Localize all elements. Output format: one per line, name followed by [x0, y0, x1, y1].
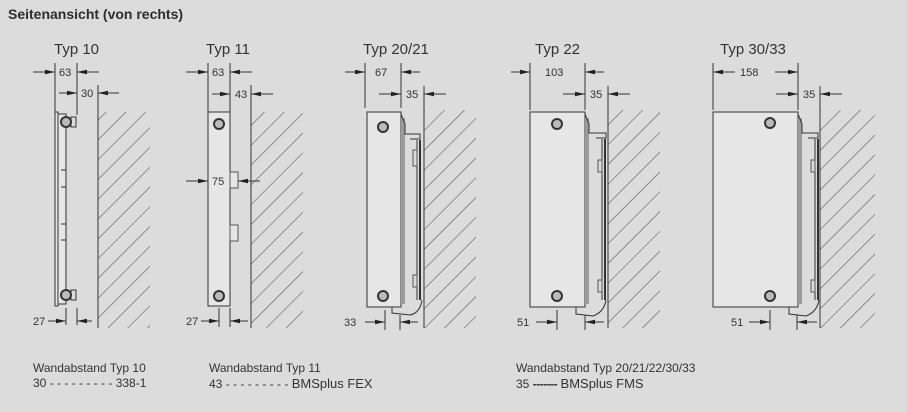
legend-product: 338-1 [115, 376, 147, 390]
legend-typ-20-33: Wandabstand Typ 20/21/22/30/33 35 ------… [516, 361, 695, 392]
wall-hatch [608, 110, 660, 328]
legend-row: 35 ------- BMSplus FMS [516, 376, 695, 392]
valve-icon [377, 121, 389, 133]
mid-dimension: 75 [212, 176, 224, 188]
legend-row: 43 - - - - - - - - - BMSplus FEX [209, 376, 373, 392]
valve-icon [60, 116, 72, 128]
legend-value: 30 [33, 376, 47, 390]
legend-heading: Wandabstand Typ 10 [33, 361, 146, 375]
depth-dimension: 67 [375, 67, 387, 79]
bottom-dimension: 51 [517, 317, 529, 329]
valve-icon [764, 117, 776, 129]
wall-hatch [251, 112, 303, 328]
diagram-typ-10: Typ 10 63 30 27 [33, 41, 150, 328]
legend-value: 43 [209, 377, 223, 391]
legend-row: 30 - - - - - - - - - 338-1 [33, 376, 146, 391]
legend-heading: Wandabstand Typ 11 [209, 361, 321, 375]
legend-typ-10: Wandabstand Typ 10 30 - - - - - - - - - … [33, 361, 146, 391]
diagram-typ-20-21: Typ 20/21 67 35 33 [344, 41, 476, 330]
depth-dimension: 103 [545, 67, 563, 79]
diagram-label: Typ 20/21 [363, 41, 429, 58]
wall-hatch [98, 112, 150, 328]
depth-dimension: 63 [59, 67, 71, 79]
diagram-typ-11: Typ 11 63 43 75 27 [186, 41, 303, 328]
diagram-label: Typ 22 [535, 41, 580, 58]
wall-gap-dimension: 35 [406, 89, 418, 101]
legend-typ-11: Wandabstand Typ 11 43 - - - - - - - - - … [209, 361, 373, 392]
valve-icon [551, 290, 563, 302]
valve-icon [377, 290, 389, 302]
wall-gap-dimension: 43 [235, 89, 247, 101]
wall-hatch [424, 110, 476, 328]
valve-icon [213, 290, 225, 302]
wall-gap-dimension: 30 [81, 88, 93, 100]
legend-product: BMSplus FMS [560, 376, 644, 391]
legend-product: BMSplus FEX [291, 376, 373, 391]
wall-gap-dimension: 35 [590, 89, 602, 101]
valve-icon [764, 290, 776, 302]
page-title: Seitenansicht (von rechts) [8, 6, 184, 22]
valve-icon [551, 118, 563, 130]
depth-dimension: 158 [740, 67, 758, 79]
valve-icon [213, 118, 225, 130]
legend-dashes: ------- [532, 377, 558, 391]
legend-dashes: - - - - - - - - - [49, 376, 113, 390]
bottom-dimension: 33 [344, 317, 356, 329]
diagram-typ-22: Typ 22 103 35 51 [511, 41, 660, 330]
wall-gap-dimension: 35 [803, 89, 815, 101]
legend-value: 35 [516, 377, 530, 391]
bottom-dimension: 27 [186, 316, 198, 328]
depth-dimension: 63 [212, 67, 224, 79]
diagram-label: Typ 10 [54, 41, 99, 58]
wall-hatch [820, 110, 875, 328]
valve-icon [60, 289, 72, 301]
legend-dashes: - - - - - - - - - [225, 377, 289, 391]
bottom-dimension: 51 [731, 317, 743, 329]
diagram-typ-30-33: Typ 30/33 158 35 51 [712, 41, 875, 330]
diagram-label: Typ 30/33 [720, 41, 786, 58]
diagram-label: Typ 11 [206, 41, 250, 58]
bottom-dimension: 27 [33, 316, 45, 328]
legend-heading: Wandabstand Typ 20/21/22/30/33 [516, 361, 696, 375]
